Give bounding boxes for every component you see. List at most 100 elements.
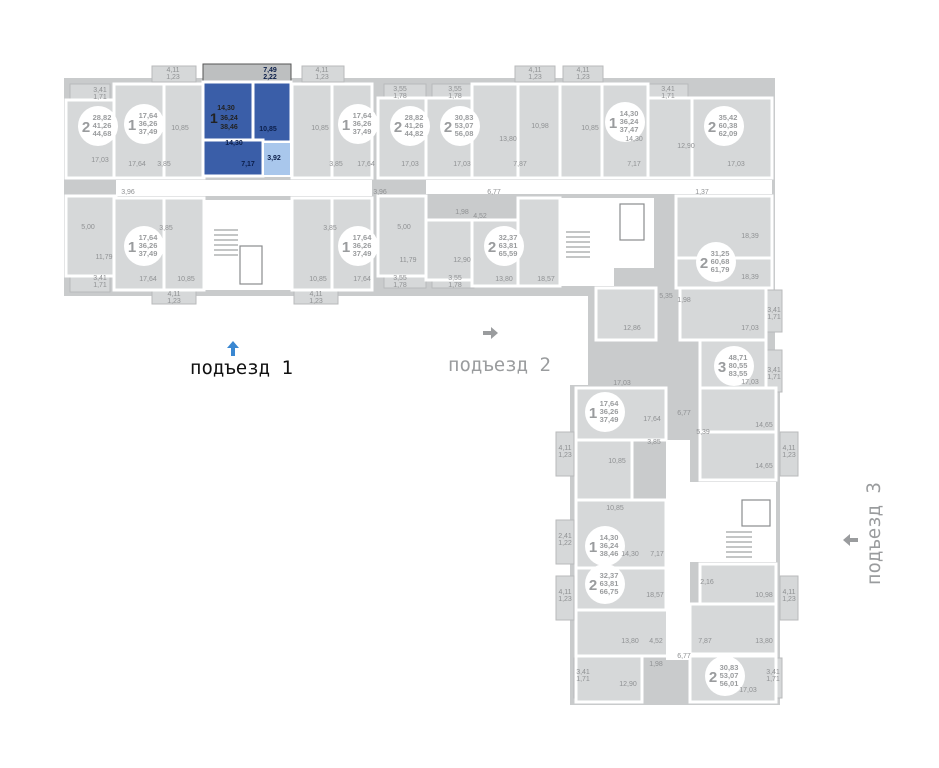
svg-text:17,03: 17,03	[741, 325, 759, 332]
svg-text:14,30: 14,30	[625, 136, 643, 143]
apartment-total-area: 60,68	[711, 257, 730, 266]
svg-text:7,17: 7,17	[627, 161, 641, 168]
apartment-area-with-balcony: 37,49	[353, 127, 372, 136]
svg-text:3,85: 3,85	[647, 439, 661, 446]
apartment-total-area: 36,26	[353, 241, 372, 250]
svg-text:12,90: 12,90	[619, 681, 637, 688]
svg-text:1,78: 1,78	[393, 93, 407, 100]
svg-text:1,37: 1,37	[695, 189, 709, 196]
apartment-marker-circle	[124, 104, 164, 144]
svg-text:4,52: 4,52	[649, 638, 663, 645]
svg-text:6,77: 6,77	[677, 410, 691, 417]
apartment-rooms: 2	[488, 239, 496, 256]
apartment-total-area: 36,24	[620, 117, 640, 126]
apartment-total-area: 36,26	[139, 119, 158, 128]
selected-kitchen	[251, 80, 293, 144]
apartment-marker-circle	[338, 104, 378, 144]
svg-text:3,41: 3,41	[93, 275, 107, 282]
svg-text:17,03: 17,03	[727, 161, 745, 168]
svg-text:1,71: 1,71	[766, 676, 780, 683]
apartment-area-with-balcony: 44,82	[405, 129, 424, 138]
svg-text:2,41: 2,41	[558, 533, 572, 540]
entrance-2-arrow-icon	[483, 327, 498, 339]
svg-text:1,98: 1,98	[455, 209, 469, 216]
svg-text:1,71: 1,71	[767, 374, 781, 381]
stairwell-2	[566, 231, 590, 258]
svg-text:18,57: 18,57	[646, 592, 664, 599]
selected-room-label: 14,30	[225, 140, 243, 147]
apartment-marker-circle	[605, 102, 645, 142]
entrance-3[interactable]: подъезд 3	[843, 482, 885, 585]
svg-text:17,64: 17,64	[353, 276, 371, 283]
svg-text:10,85: 10,85	[581, 125, 599, 132]
selected-hall-label: 7,17	[241, 161, 255, 168]
apartment-rooms: 2	[709, 669, 717, 686]
svg-text:4,11: 4,11	[558, 589, 571, 596]
apartment-area-with-balcony: 61,79	[711, 265, 730, 274]
rooms-wing-3	[574, 386, 778, 704]
svg-text:1,71: 1,71	[661, 93, 675, 100]
apartment-area-with-balcony: 37,49	[139, 127, 158, 136]
svg-text:17,03: 17,03	[401, 161, 419, 168]
svg-text:5,00: 5,00	[397, 224, 411, 231]
selected-apartment[interactable]	[201, 63, 293, 178]
entrance-2[interactable]: подъезд 2	[448, 327, 551, 376]
svg-text:1,23: 1,23	[528, 74, 542, 81]
apartment-living-area: 17,64	[353, 233, 373, 242]
apartment-rooms: 2	[700, 255, 708, 272]
apartment-area-with-balcony: 66,75	[600, 587, 619, 596]
svg-text:1,78: 1,78	[448, 93, 462, 100]
apartment-living-area: 48,71	[729, 353, 748, 362]
svg-text:17,03: 17,03	[453, 161, 471, 168]
svg-text:1,23: 1,23	[315, 74, 329, 81]
apartment-living-area: 17,64	[600, 399, 620, 408]
entrance-1[interactable]: подъезд 1	[190, 341, 293, 379]
selected-hall	[201, 138, 265, 178]
svg-text:3,96: 3,96	[121, 189, 135, 196]
svg-text:3,55: 3,55	[393, 86, 407, 93]
svg-text:10,98: 10,98	[531, 123, 549, 130]
apartment-area-with-balcony: 38,46	[600, 549, 619, 558]
apartment-rooms: 2	[589, 577, 597, 594]
svg-text:17,64: 17,64	[128, 161, 146, 168]
apartment-rooms: 1	[128, 239, 136, 256]
svg-text:14,30: 14,30	[621, 551, 639, 558]
apartment-area-with-balcony: 37,49	[139, 249, 158, 258]
apartment-living-area: 28,82	[93, 113, 112, 122]
svg-text:3,85: 3,85	[159, 225, 173, 232]
svg-text:17,64: 17,64	[139, 276, 157, 283]
svg-text:10,85: 10,85	[311, 125, 329, 132]
apartment-total-area: 53,07	[455, 121, 474, 130]
svg-text:18,39: 18,39	[741, 233, 759, 240]
svg-text:5,35: 5,35	[659, 293, 673, 300]
svg-text:3,55: 3,55	[448, 86, 462, 93]
svg-text:13,80: 13,80	[495, 276, 513, 283]
selected-balcony-top: 7,49	[263, 67, 277, 74]
apartment-living-area: 32,37	[600, 571, 619, 580]
svg-text:1,23: 1,23	[167, 298, 181, 305]
apartment-total-area: 53,07	[720, 671, 739, 680]
svg-text:4,11: 4,11	[528, 67, 541, 74]
svg-text:1,98: 1,98	[649, 661, 663, 668]
svg-text:4,11: 4,11	[309, 291, 322, 298]
svg-text:11,79: 11,79	[400, 257, 417, 264]
apartment-marker-circle	[714, 346, 754, 386]
entrance-2-label: подъезд 2	[448, 354, 551, 376]
